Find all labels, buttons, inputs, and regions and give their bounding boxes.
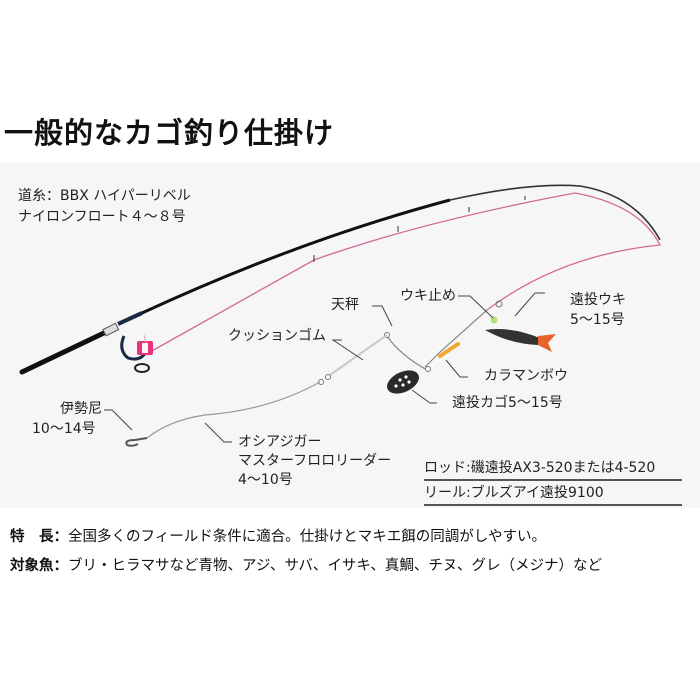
swivel [495,300,503,308]
leader-line [146,381,321,439]
reel-spec: リール:ブルズアイ遠投9100 [424,482,682,506]
feature-value: 全国多くのフィールド条件に適合。仕掛けとマキエ餌の同調がしやすい。 [68,529,547,545]
main-line-label-2: ナイロンフロート４～８号 [18,209,186,225]
target-value: ブリ・ヒラマサなど青物、アジ、サバ、イサキ、真鯛、チヌ、グレ（メジナ）など [68,558,603,574]
rod-tip [449,184,661,241]
main-line [149,192,662,353]
rig-line [424,309,488,368]
target-key: 対象魚： [10,558,68,574]
kago-icon [387,370,419,394]
rod-spec: ロッド:磯遠投AX3-520または4-520 [424,457,682,481]
tenbin-arm [386,335,428,371]
leader-label-2: マスターフロロリーダー [238,453,392,469]
hook-label-2: 10～14号 [32,421,96,437]
cushion-gum [329,334,388,376]
rod-mid [141,198,451,315]
rig-illustration [19,184,662,447]
float-icon [485,329,556,352]
karaman-bou [438,342,460,358]
hook-label-1: 伊勢尼 [60,401,102,417]
uki-dome-bead [490,316,498,324]
hook-icon [125,437,148,447]
main-line-label-1: 道糸：BBX ハイパーリベル [18,188,191,204]
float-label-1: 遠投ウキ [570,292,626,308]
reel-seat [102,322,120,337]
karaman-label: カラマンボウ [484,368,568,384]
kago-label: 遠投カゴ5～15号 [452,395,563,411]
uki-dome-label: ウキ止め [400,288,456,304]
feature-key: 特 長： [10,529,68,545]
feature-row: 特 長：全国多くのフィールド条件に適合。仕掛けとマキエ餌の同調がしやすい。 [10,525,546,546]
page-title: 一般的なカゴ釣り仕掛け [4,116,335,150]
cushion-gum-label: クッションゴム [228,328,326,344]
rod-butt [19,329,109,375]
leader-label-1: オシアジガー [238,434,322,450]
reel-icon [120,334,153,373]
tenbin-label: 天秤 [331,297,359,313]
target-fish-row: 対象魚：ブリ・ヒラマサなど青物、アジ、サバ、イサキ、真鯛、チヌ、グレ（メジナ）な… [10,554,602,575]
rig-diagram-panel: 道糸：BBX ハイパーリベル ナイロンフロート４～８号 天秤 クッションゴム ウ… [0,163,700,508]
rod-blank [117,311,143,326]
float-label-2: 5～15号 [570,312,625,328]
leader-label-3: 4～10号 [238,472,293,488]
